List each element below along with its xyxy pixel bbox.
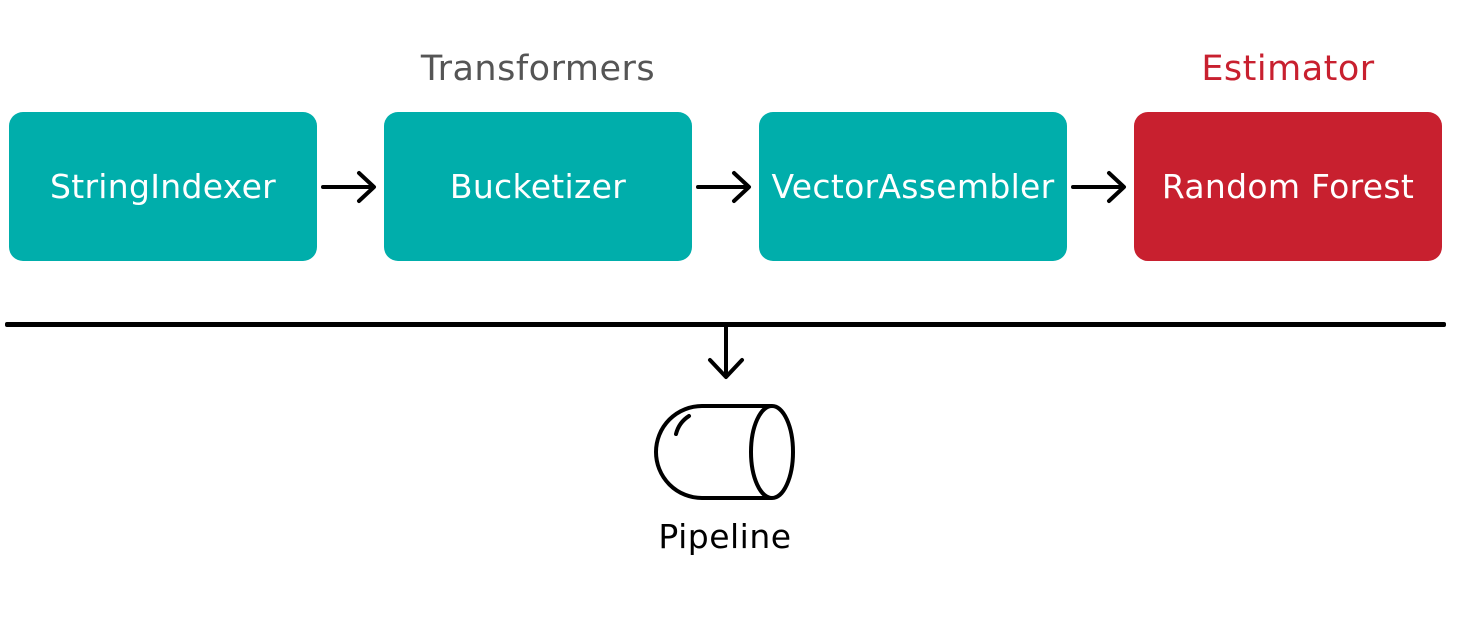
pipeline-label: Pipeline	[658, 517, 792, 556]
cylinder-icon	[654, 404, 795, 500]
right-arrow-icon	[1071, 171, 1126, 203]
stage-random-forest: Random Forest	[1134, 112, 1442, 261]
stage-label: VectorAssembler	[771, 167, 1055, 206]
stage-bucketizer: Bucketizer	[384, 112, 692, 261]
stage-stringindexer: StringIndexer	[9, 112, 317, 261]
stage-label: Random Forest	[1161, 167, 1415, 206]
stage-label: StringIndexer	[49, 167, 277, 206]
down-arrow-icon	[708, 324, 744, 379]
estimator-label: Estimator	[1201, 49, 1375, 89]
stage-label: Bucketizer	[449, 167, 627, 206]
stage-vectorassembler: VectorAssembler	[759, 112, 1067, 261]
transformers-label: Transformers	[420, 49, 656, 89]
right-arrow-icon	[696, 171, 751, 203]
right-arrow-icon	[321, 171, 376, 203]
